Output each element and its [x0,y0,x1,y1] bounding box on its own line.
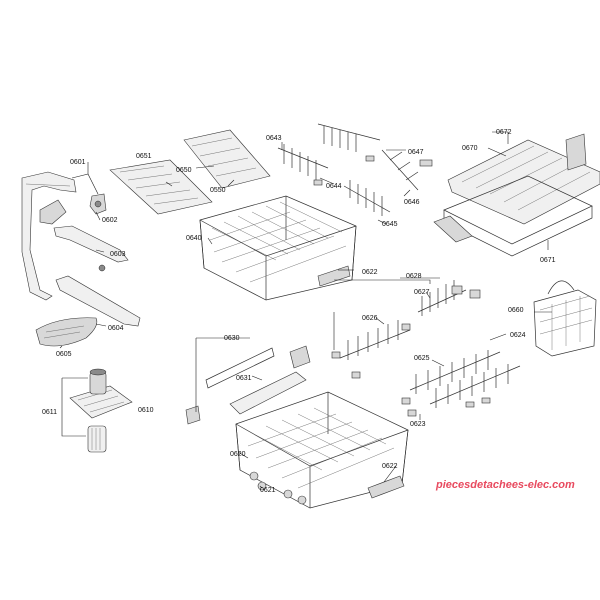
filter-cylinder [87,368,107,453]
label-0623: 0623 [410,421,426,428]
label-0610: 0610 [138,407,154,414]
cutlery-tray-0651 [109,159,213,215]
label-0651: 0651 [136,153,152,160]
label-0628: 0628 [406,273,422,280]
label-0604: 0604 [108,325,124,332]
watermark-text: piecesdetachees-elec.com [435,479,575,491]
label-0626: 0626 [362,315,378,322]
folding-rack-0627 [417,280,467,316]
upper-spray-arm [53,225,129,272]
basket-handle-0622-top [317,265,351,287]
third-rack-tray [447,139,600,225]
label-0671: 0671 [540,257,556,264]
label-0644: 0644 [326,183,342,190]
rack-clips [331,285,491,417]
third-rack-runners [433,133,587,243]
label-0645: 0645 [382,221,398,228]
tine-rack-0647 [317,123,419,191]
lower-spray-arm [55,275,141,327]
label-0622-bottom: 0622 [382,463,398,470]
label-0630: 0630 [224,335,240,342]
label-0621: 0621 [260,487,276,494]
wheel-rail-0631 [229,345,311,415]
label-0646: 0646 [404,199,420,206]
label-0550: 0550 [210,187,226,194]
folding-rack-0624 [429,364,521,408]
spray-arm-cover [35,317,98,347]
label-0650: 0650 [176,167,192,174]
label-0602: 0602 [102,217,118,224]
small-clips [313,155,433,186]
label-0640: 0640 [186,235,202,242]
label-0627: 0627 [414,289,430,296]
label-0605: 0605 [56,351,72,358]
folding-rack-0626 [339,320,411,360]
label-0647: 0647 [408,149,424,156]
label-0601: 0601 [70,159,86,166]
label-0620: 0620 [230,451,246,458]
label-0611: 0611 [42,409,57,416]
tine-rack-0643 [277,144,329,180]
basket-handle-0622-bottom [367,475,405,499]
label-0603: 0603 [110,251,126,258]
label-0670: 0670 [462,145,478,152]
cutlery-tray-0650 [183,129,271,189]
part-labels: 0601 0602 0603 0604 0605 0611 0610 0651 … [42,129,556,494]
upper-spray-pipe [21,171,77,301]
upper-basket [199,195,357,301]
leader-lines [59,131,552,489]
label-0624: 0624 [510,332,526,339]
spray-arm-hub [39,193,107,225]
label-0672: 0672 [496,129,512,136]
basket-wheels-0621 [249,471,307,505]
folding-rack-0625 [409,350,501,394]
label-0631: 0631 [236,375,252,382]
tine-rack-0645 [343,180,391,216]
label-0622-top: 0622 [362,269,378,276]
label-0660: 0660 [508,307,524,314]
rack-rail-0630 [185,347,275,425]
label-0625: 0625 [414,355,430,362]
label-0643: 0643 [266,135,282,142]
cutlery-basket-0660 [533,280,597,357]
